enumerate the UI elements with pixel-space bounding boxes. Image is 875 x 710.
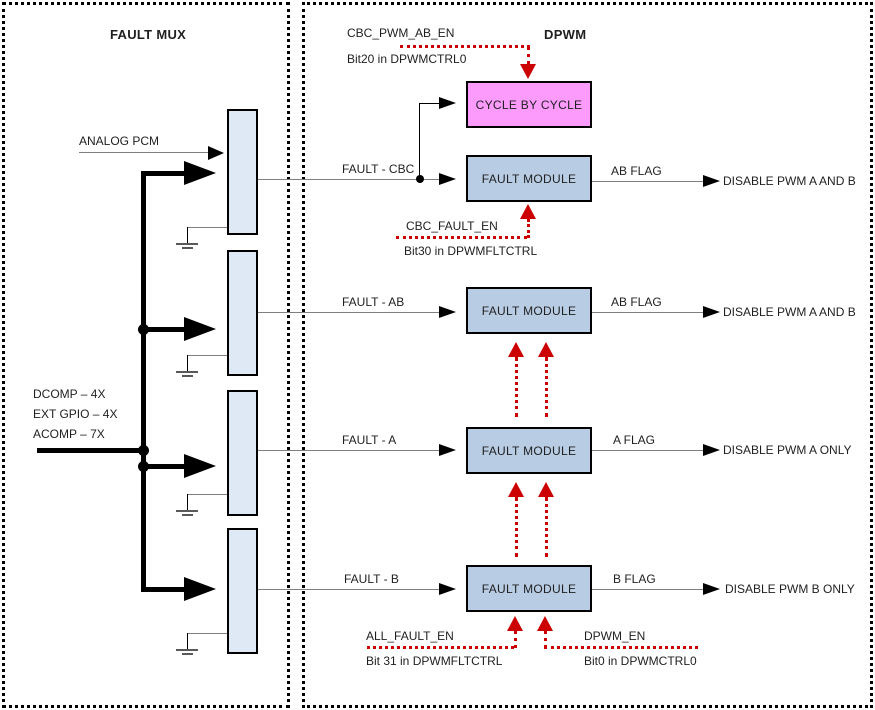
cbc-branch-arrowhead-icon: [439, 97, 456, 109]
disable-pwm-a-label: DISABLE PWM A ONLY: [723, 443, 852, 457]
dpwm-en-line-v: [544, 631, 547, 648]
disable-pwm-b-label: DISABLE PWM B ONLY: [725, 582, 855, 596]
bus-junction-dot-2: [138, 445, 149, 456]
fault-ab-arrowhead-icon: [439, 306, 456, 318]
all-fault-en-label: ALL_FAULT_EN: [366, 629, 454, 643]
dpwm-en-label: DPWM_EN: [584, 629, 646, 643]
all-fault-en-arrowhead-icon: [507, 616, 523, 631]
a-flag-label: A FLAG: [613, 433, 656, 447]
cascade-a-to-ab-arrowhead-2-icon: [538, 342, 554, 357]
fault-module-ab: FAULT MODULE: [466, 287, 592, 334]
cascade-a-to-ab-line-1: [515, 357, 518, 417]
cbc-branch-wire-vertical: [419, 103, 420, 180]
cbc-fault-en-line-v: [527, 219, 530, 238]
b-flag-label: B FLAG: [613, 572, 656, 586]
analog-pcm-arrowhead-icon: [208, 146, 224, 160]
all-fault-en-line-v: [514, 631, 517, 648]
cascade-a-to-ab-arrowhead-1-icon: [508, 342, 524, 357]
cascade-b-to-a-line-1: [515, 497, 518, 557]
mux-block-cbc: [227, 109, 258, 235]
fault-module-ab-label: FAULT MODULE: [481, 303, 577, 318]
fault-module-b-label: FAULT MODULE: [481, 581, 577, 596]
bus-junction-dot-3: [138, 461, 149, 472]
fault-cbc-arrowhead-icon: [439, 173, 456, 185]
ab-flag-label-2: AB FLAG: [611, 295, 662, 309]
b-flag-arrowhead-icon: [703, 583, 720, 595]
fault-cbc-label: FAULT - CBC: [342, 162, 415, 176]
fault-a-arrowhead-icon: [439, 444, 456, 456]
cascade-b-to-a-arrowhead-1-icon: [508, 482, 524, 497]
ext-gpio-label: EXT GPIO – 4X: [33, 407, 118, 421]
fault-module-cbc-label: FAULT MODULE: [481, 171, 577, 186]
analog-pcm-wire: [79, 152, 208, 153]
bus-arrowhead-1-icon: [184, 161, 216, 185]
fault-source-labels: DCOMP – 4X EXT GPIO – 4X ACOMP – 7X: [33, 384, 117, 444]
ab-flag-arrowhead-2-icon: [703, 306, 720, 318]
fault-ab-wire: [258, 312, 439, 313]
mux-block-ab: [227, 250, 258, 376]
fault-module-a-label: FAULT MODULE: [481, 443, 577, 458]
bus-arrowhead-4-icon: [184, 577, 216, 601]
disable-pwm-ab-label-1: DISABLE PWM A AND B: [723, 174, 856, 188]
cbc-pwm-ab-en-line-h: [400, 45, 530, 48]
cbc-pwm-ab-en-label: CBC_PWM_AB_EN: [347, 26, 455, 40]
bus-branch-2: [146, 327, 185, 332]
fault-cbc-wire: [258, 179, 439, 180]
cascade-b-to-a-line-2: [545, 497, 548, 557]
bus-branch-4: [141, 587, 185, 592]
bus-branch-3: [146, 464, 185, 469]
cascade-b-to-a-arrowhead-2-icon: [538, 482, 554, 497]
cascade-a-to-ab-line-2: [545, 357, 548, 417]
fault-a-wire: [258, 450, 439, 451]
cbc-fault-en-line-h: [396, 236, 527, 239]
cbc-pwm-ab-en-arrowhead-icon: [520, 64, 536, 79]
fault-module-a: FAULT MODULE: [466, 427, 592, 474]
fault-cbc-junction-dot: [416, 175, 424, 183]
cbc-pwm-ab-en-line-v: [527, 47, 530, 64]
cbc-fault-en-arrowhead-icon: [520, 204, 536, 219]
a-flag-wire: [592, 450, 703, 451]
bus-input-segment: [37, 448, 146, 453]
dpwm-title: DPWM: [544, 27, 587, 42]
cbc-pwm-ab-en-bit-label: Bit20 in DPWMCTRL0: [347, 52, 467, 66]
cbc-fault-en-label: CBC_FAULT_EN: [406, 219, 498, 233]
ab-flag-wire-2: [592, 312, 703, 313]
fault-ab-label: FAULT - AB: [342, 295, 405, 309]
fault-mux-title: FAULT MUX: [110, 27, 187, 42]
all-fault-en-bit-label: Bit 31 in DPWMFLTCTRL: [366, 654, 503, 668]
dpwm-en-arrowhead-icon: [537, 616, 553, 631]
acomp-label: ACOMP – 7X: [33, 427, 105, 441]
ab-flag-label-1: AB FLAG: [611, 164, 662, 178]
cbc-branch-wire-horizontal: [419, 103, 439, 104]
bus-junction-dot-1: [138, 324, 149, 335]
mux-block-b: [227, 528, 258, 654]
fault-b-arrowhead-icon: [439, 583, 456, 595]
bus-vertical: [141, 171, 146, 592]
dpwm-panel: [302, 2, 873, 708]
analog-pcm-label: ANALOG PCM: [79, 134, 160, 148]
cycle-by-cycle-label: CYCLE BY CYCLE: [475, 97, 583, 112]
bus-arrowhead-3-icon: [184, 454, 216, 478]
fault-module-b: FAULT MODULE: [466, 565, 592, 612]
cbc-fault-en-bit-label: Bit30 in DPWMFLTCTRL: [404, 244, 538, 258]
disable-pwm-ab-label-2: DISABLE PWM A AND B: [723, 305, 856, 319]
a-flag-arrowhead-icon: [703, 444, 720, 456]
dpwm-en-bit-label: Bit0 in DPWMCTRL0: [584, 654, 697, 668]
dpwm-en-line-h: [544, 646, 698, 649]
b-flag-wire: [592, 589, 703, 590]
bus-branch-1: [141, 171, 185, 176]
mux-block-a: [227, 390, 258, 516]
all-fault-en-line-h: [367, 646, 514, 649]
ab-flag-wire-1: [592, 181, 703, 182]
fault-a-label: FAULT - A: [342, 433, 397, 447]
cycle-by-cycle-block: CYCLE BY CYCLE: [466, 81, 592, 128]
fault-b-label: FAULT - B: [344, 572, 399, 586]
dcomp-label: DCOMP – 4X: [33, 387, 106, 401]
fault-mux-panel: [2, 2, 290, 708]
ab-flag-arrowhead-1-icon: [703, 175, 720, 187]
fault-b-wire: [258, 589, 439, 590]
bus-arrowhead-2-icon: [184, 317, 216, 341]
fault-module-cbc: FAULT MODULE: [466, 155, 592, 202]
